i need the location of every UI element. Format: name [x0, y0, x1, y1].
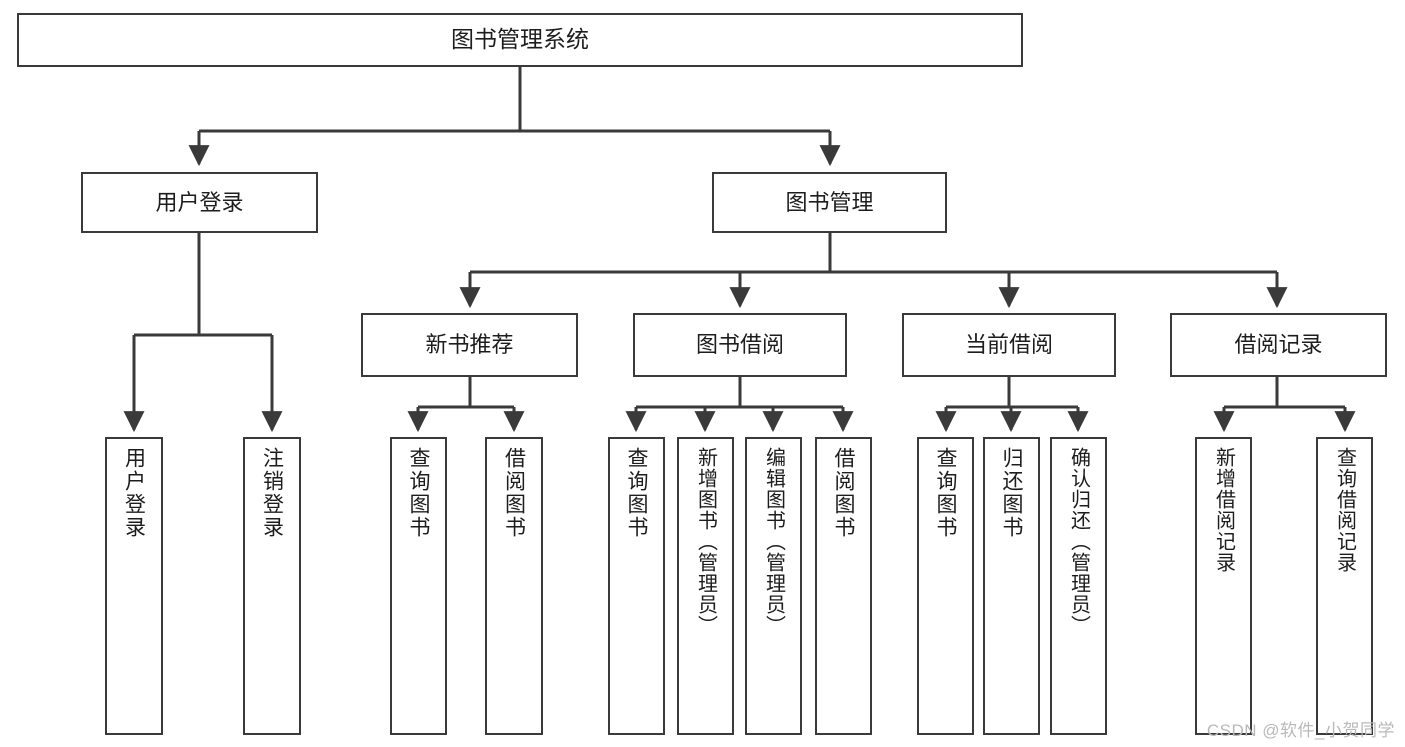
node-label: 借阅记录 — [1234, 332, 1323, 358]
node-borrow-record[interactable]: 借阅记录 — [1170, 313, 1387, 377]
leaf-logout[interactable]: 注销登录 — [243, 437, 301, 735]
node-label: 借阅图书 — [502, 447, 526, 539]
leaf-add-book[interactable]: 新增图书（管理员） — [677, 437, 734, 735]
leaf-user-login[interactable]: 用户登录 — [105, 437, 163, 735]
node-user-login[interactable]: 用户登录 — [81, 172, 318, 233]
node-label: 新增图书（管理员） — [694, 447, 717, 636]
node-label: 图书借阅 — [695, 332, 784, 358]
leaf-edit-book[interactable]: 编辑图书（管理员） — [745, 437, 802, 735]
node-label: 用户登录 — [155, 189, 244, 215]
node-label: 新增借阅记录 — [1212, 447, 1235, 573]
node-label: 借阅图书 — [832, 447, 855, 539]
node-label: 确认归还（管理员） — [1067, 447, 1090, 636]
leaf-query-borrow-record[interactable]: 查询借阅记录 — [1316, 437, 1373, 735]
node-book-management[interactable]: 图书管理 — [712, 172, 947, 233]
node-label: 注销登录 — [260, 447, 284, 539]
node-current-borrow[interactable]: 当前借阅 — [902, 313, 1116, 377]
node-label: 查询图书 — [407, 447, 430, 539]
node-label: 当前借阅 — [964, 332, 1053, 358]
leaf-confirm-return[interactable]: 确认归还（管理员） — [1050, 437, 1107, 735]
node-book-borrow[interactable]: 图书借阅 — [633, 313, 847, 377]
leaf-borrow-book[interactable]: 借阅图书 — [815, 437, 872, 735]
leaf-add-borrow-record[interactable]: 新增借阅记录 — [1195, 437, 1252, 735]
leaf-borrow-book-recommend[interactable]: 借阅图书 — [485, 437, 543, 735]
node-label: 图书管理系统 — [451, 26, 589, 53]
leaf-query-book-current[interactable]: 查询图书 — [917, 437, 974, 735]
node-label: 用户登录 — [122, 447, 146, 539]
node-label: 查询借阅记录 — [1333, 447, 1356, 573]
node-new-book-recommend[interactable]: 新书推荐 — [361, 313, 578, 377]
node-label: 新书推荐 — [425, 332, 514, 358]
node-label: 查询图书 — [625, 447, 648, 539]
node-label: 编辑图书（管理员） — [762, 447, 785, 636]
leaf-query-book-recommend[interactable]: 查询图书 — [390, 437, 447, 735]
node-label: 查询图书 — [934, 447, 957, 539]
node-label: 归还图书 — [1000, 447, 1023, 539]
leaf-query-book-borrow[interactable]: 查询图书 — [608, 437, 665, 735]
leaf-return-book[interactable]: 归还图书 — [983, 437, 1040, 735]
node-root-book-management-system[interactable]: 图书管理系统 — [17, 13, 1023, 67]
node-label: 图书管理 — [785, 189, 874, 215]
